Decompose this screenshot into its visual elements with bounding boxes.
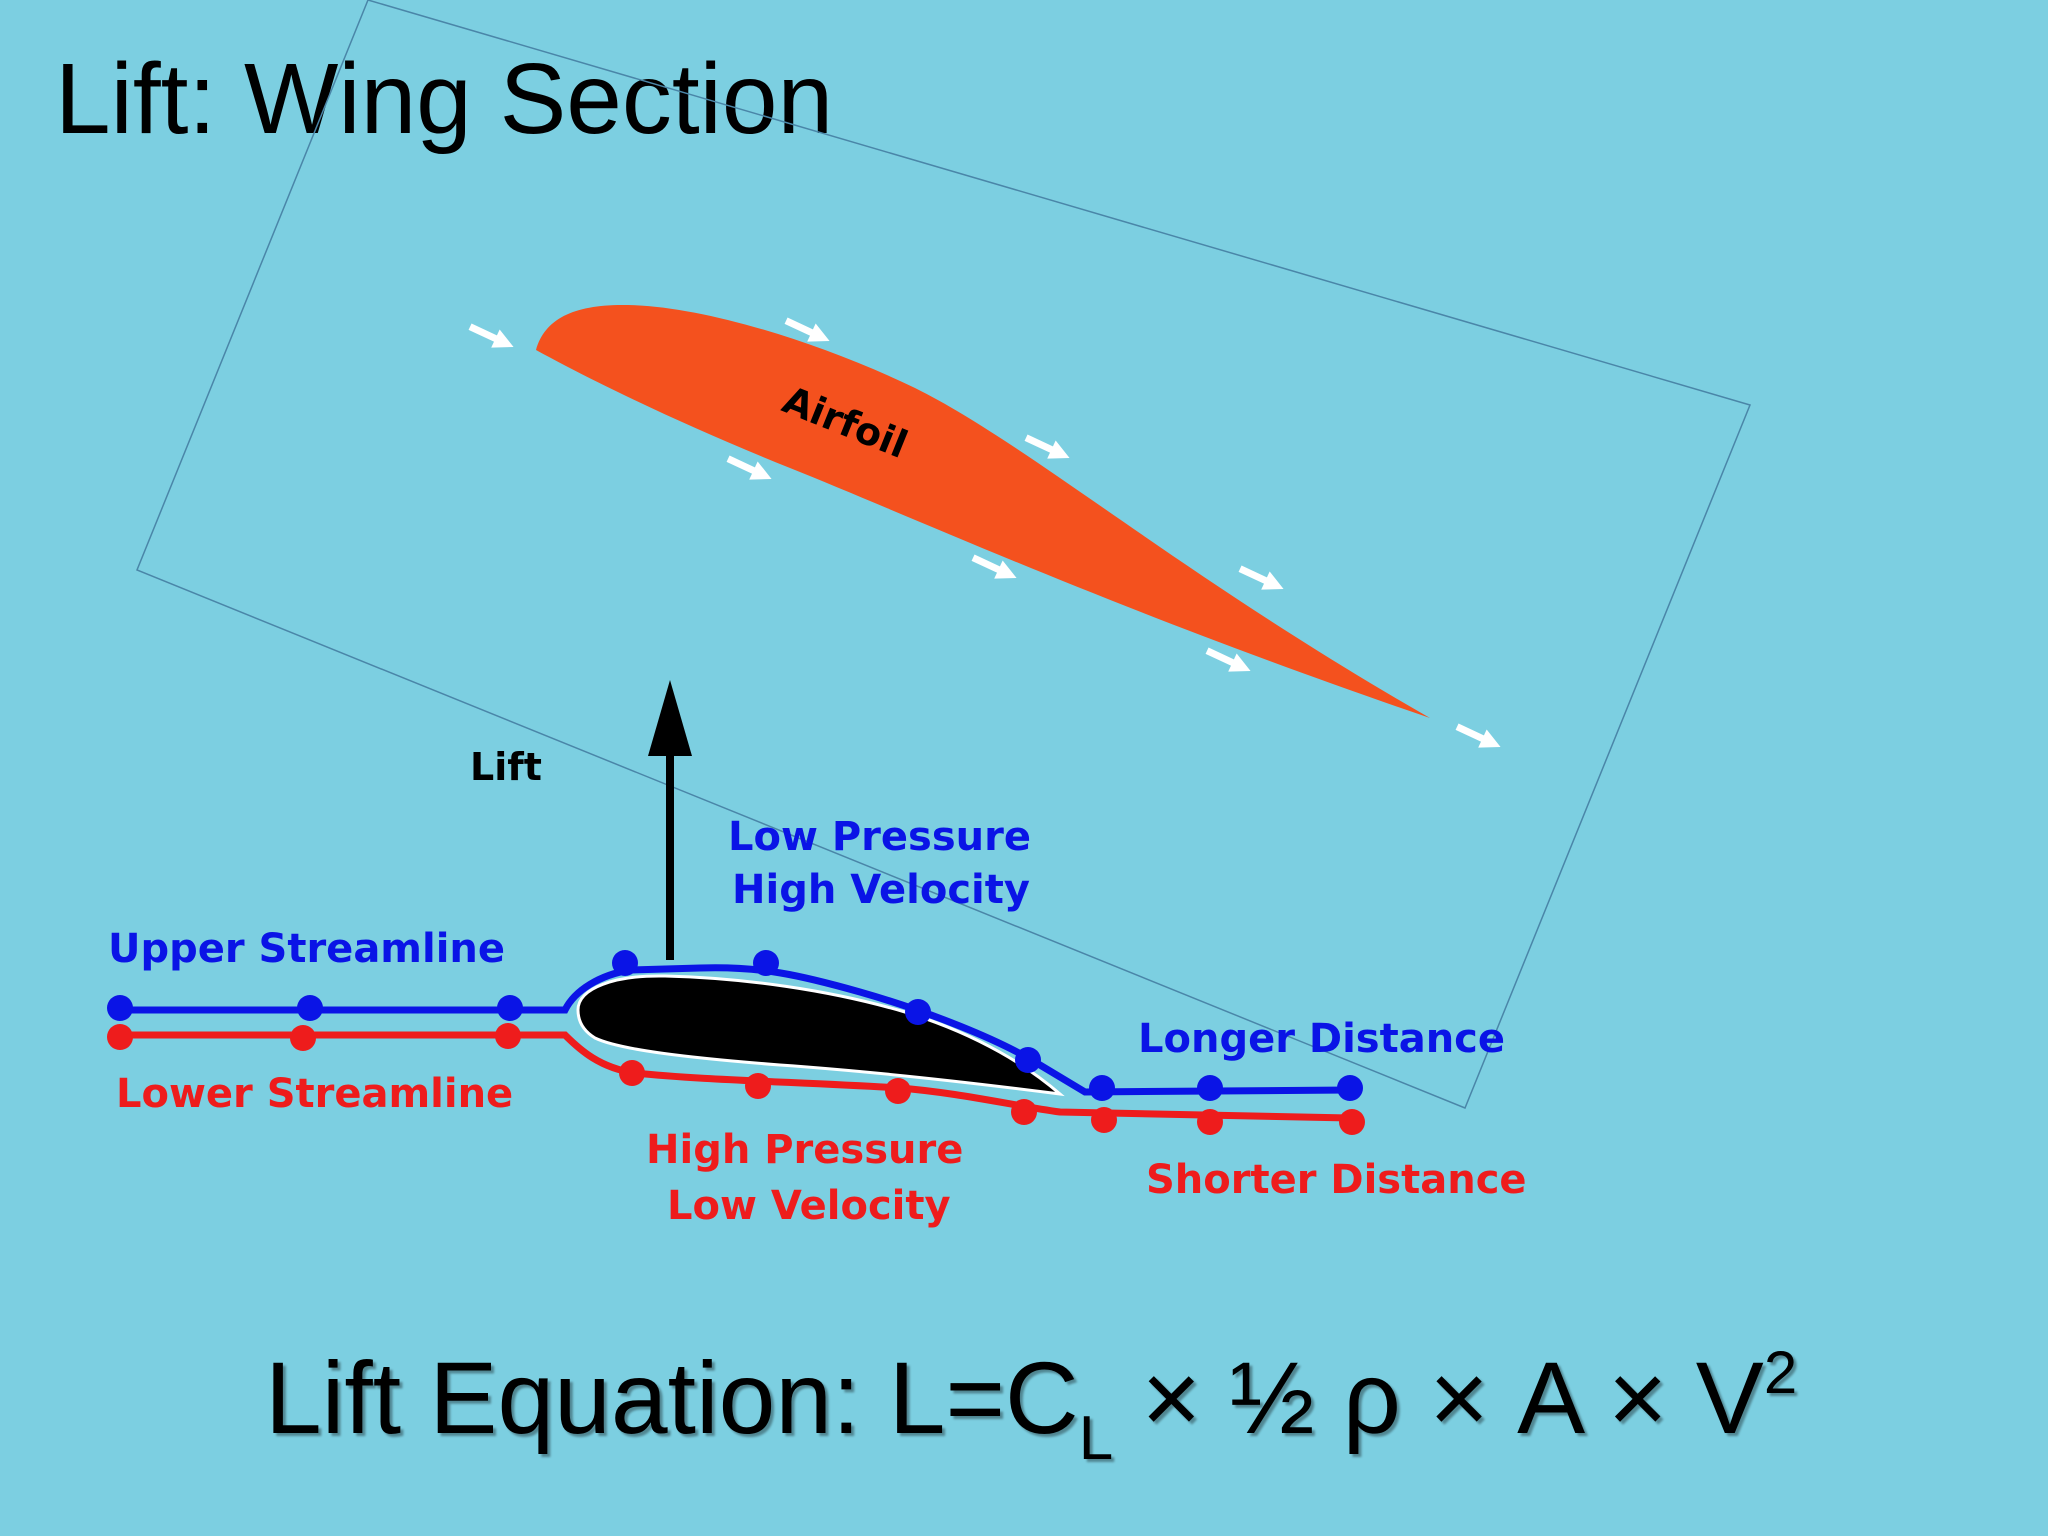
equation-middle: × ½ ρ × A × V <box>1113 1341 1764 1455</box>
picture-frame <box>136 0 1752 1109</box>
streamline-dot <box>1197 1075 1223 1101</box>
streamline-dot <box>753 950 779 976</box>
upper-streamline <box>118 964 1351 1096</box>
flow-arrow-icon <box>1455 723 1501 748</box>
streamline-dot <box>1337 1075 1363 1101</box>
streamline-dot <box>745 1073 771 1099</box>
upper-streamline-label: Upper Streamline <box>108 926 505 972</box>
lower-streamline <box>118 1031 1351 1122</box>
upper-pressure-label: Low Pressure <box>728 814 1031 860</box>
streamline-dot <box>297 995 323 1021</box>
flow-arrow-icon <box>1205 647 1251 672</box>
lift-arrow-icon <box>648 680 692 960</box>
lower-streamline-label: Lower Streamline <box>116 1071 513 1117</box>
streamline-dot <box>905 999 931 1025</box>
lift-equation: Lift Equation: L=CL × ½ ρ × A × V2 <box>265 1338 1797 1474</box>
flow-arrow-icon <box>784 317 830 342</box>
flow-arrow-icon <box>1024 434 1070 459</box>
streamline-dot <box>1091 1107 1117 1133</box>
flow-arrows <box>468 317 1501 748</box>
streamline-dot <box>495 1023 521 1049</box>
streamline-dot <box>1015 1047 1041 1073</box>
lift-label: Lift <box>470 745 542 789</box>
equation-superscript: 2 <box>1763 1339 1798 1406</box>
upper-streamline-dots <box>107 950 1363 1101</box>
shorter-distance-label: Shorter Distance <box>1146 1157 1527 1203</box>
streamline-dot <box>885 1078 911 1104</box>
equation-subscript: L <box>1078 1404 1114 1473</box>
streamline-dot <box>619 1060 645 1086</box>
flow-arrow-icon <box>726 455 772 480</box>
streamline-dot <box>1011 1099 1037 1125</box>
lower-velocity-label: Low Velocity <box>667 1183 951 1229</box>
flow-arrow-icon <box>971 554 1017 579</box>
wing-section <box>576 974 1065 1097</box>
airfoil-shape <box>536 304 1430 718</box>
longer-distance-label: Longer Distance <box>1138 1016 1505 1062</box>
flow-arrow-icon <box>1238 565 1284 590</box>
upper-velocity-label: High Velocity <box>732 867 1030 913</box>
lower-pressure-label: High Pressure <box>646 1127 963 1173</box>
streamline-dot <box>107 1024 133 1050</box>
streamline-dot <box>612 950 638 976</box>
streamline-dot <box>107 995 133 1021</box>
streamline-dot <box>1339 1109 1365 1135</box>
flow-arrow-icon <box>468 323 514 348</box>
streamline-dot <box>1089 1075 1115 1101</box>
streamline-dot <box>497 995 523 1021</box>
lower-streamline-dots <box>107 1023 1365 1135</box>
streamline-dot <box>1197 1109 1223 1135</box>
equation-prefix: Lift Equation: L=C <box>265 1341 1079 1455</box>
streamline-dot <box>290 1025 316 1051</box>
